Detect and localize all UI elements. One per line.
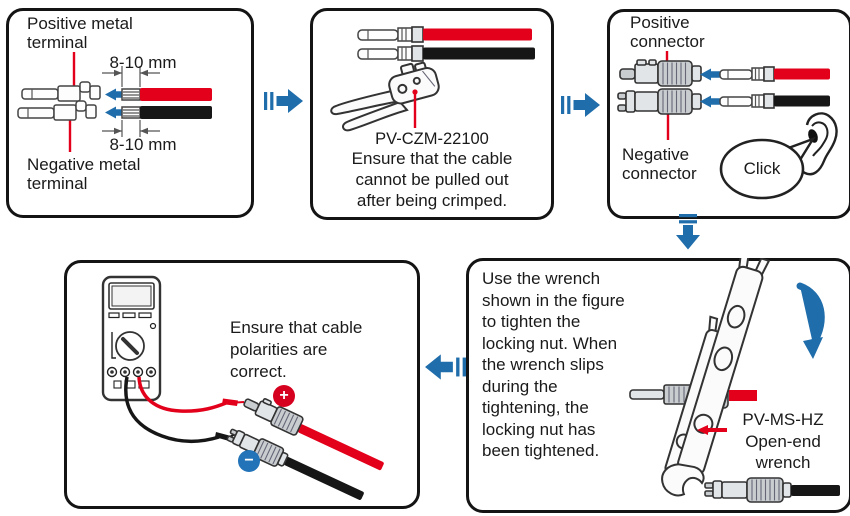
tool-pointer-line [412,89,418,128]
strip-cables-illustration [17,52,212,152]
step1-to-step2-arrow-icon [264,87,304,115]
insert-direction-arrow-icon [700,68,723,81]
crimped-negative-terminal [719,93,775,109]
black-cable [774,95,830,107]
pointer-arrow-icon [697,425,727,435]
red-highlight-bar [729,390,757,401]
negative-polarity-badge: − [238,450,260,472]
negative-connector-drawing [226,428,364,500]
stripped-wire-ends [121,88,141,119]
black-cable [423,47,535,60]
tighten-note-text: Use the wrench shown in the figure to ti… [482,269,625,460]
positive-connector-label: Positive connector [630,13,705,51]
open-end-wrench-front-drawing [661,258,771,497]
positive-polarity-badge: + [273,385,295,407]
polarity-note-text: Ensure that cable polarities are correct… [230,318,363,381]
positive-connector-drawing [619,59,702,87]
strip-length-bottom-label: 8-10 mm [109,135,177,154]
positive-metal-terminal-drawing [21,81,101,102]
red-probe-lead [137,376,245,413]
insert-connector-illustration [617,51,838,200]
step-crimp-panel: PV-CZM-22100 Ensure that the cable canno… [310,8,554,220]
crimp-tool-model-label: PV-CZM-22100 [375,130,489,148]
negative-connector-drawing [704,477,792,503]
positive-metal-terminal-label: Positive metal terminal [27,14,133,52]
verify-polarity-illustration [101,275,384,500]
red-cable [774,68,830,80]
step-verify-polarity-panel: Ensure that cable polarities are correct… [64,260,420,509]
crimp-illustration [330,26,535,132]
step3-to-step4-arrow-icon [671,214,705,250]
black-cable [140,106,212,119]
crimped-positive-terminal [357,26,424,43]
black-cable [791,485,840,496]
negative-metal-terminal-drawing [17,100,97,121]
step4-to-step5-arrow-icon [424,352,466,382]
negative-connector-label: Negative connector [622,145,697,183]
step2-to-step3-arrow-icon [561,91,601,119]
multimeter-drawing [101,275,162,402]
step-strip-cables-panel: Positive metal terminal 8-10 mm 8-10 mm … [6,8,254,218]
negative-connector-drawing [617,88,702,115]
crimp-note-text: Ensure that the cable cannot be pulled o… [351,149,513,210]
tighten-nut-illustration [629,258,840,503]
crimped-positive-terminal [719,66,775,82]
insert-direction-arrow-icon [700,95,723,108]
wrench-model-label: PV-MS-HZ Open-end wrench [742,410,824,472]
click-speech-bubble [719,136,816,200]
red-cable [140,88,212,101]
step-tighten-locking-nut-panel: Use the wrench shown in the figure to ti… [466,258,850,513]
positive-connector-drawing [243,398,384,471]
crimping-tool-drawing [330,61,440,132]
negative-metal-terminal-label: Negative metal terminal [27,155,141,193]
rotation-arrow-icon [796,282,825,359]
click-label: Click [743,159,781,178]
crimped-negative-terminal [357,45,424,62]
step-insert-connector-panel: Positive connector Negative connector Cl… [607,9,850,219]
red-cable [423,28,532,41]
strip-length-top-label: 8-10 mm [109,53,177,72]
dimension-lines [102,66,160,137]
